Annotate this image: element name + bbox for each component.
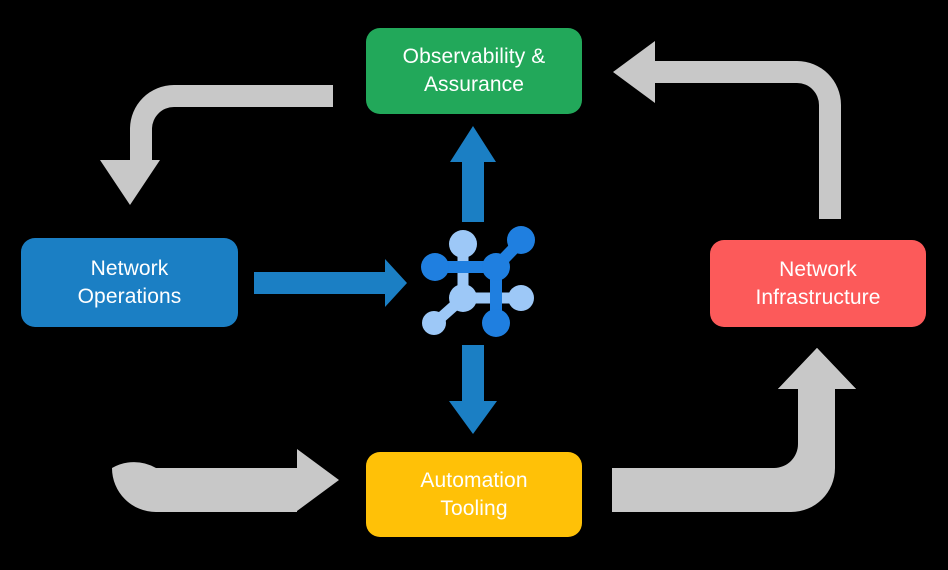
- icon-node-dark-bottom: [482, 309, 510, 337]
- node-box-observability[interactable]: Observability & Assurance: [366, 28, 582, 114]
- arrow-automation-to-infrastructure-body: [612, 348, 856, 505]
- icon-edge-dark-2: [491, 236, 526, 272]
- icon-node-dark-center: [482, 253, 510, 281]
- icon-node-dark-left: [421, 253, 449, 281]
- arrow-automation-to-infrastructure: [612, 348, 856, 512]
- node-box-network-infrastructure[interactable]: Network Infrastructure: [710, 240, 926, 327]
- arrow-center-to-observability: [450, 126, 496, 222]
- node-label-observability: Observability & Assurance: [402, 45, 546, 96]
- icon-node-dark-topright: [507, 226, 535, 254]
- arrow-operations-to-automation: [112, 352, 339, 512]
- node-box-network-operations[interactable]: Network Operations: [21, 238, 238, 327]
- icon-node-light-corner: [422, 311, 446, 335]
- icon-node-light-right: [508, 285, 534, 311]
- icon-node-light-top: [449, 230, 477, 258]
- node-label-network-infrastructure: Network Infrastructure: [755, 257, 881, 309]
- arrow-observability-to-operations: [100, 40, 333, 205]
- arrow-automation-to-infrastructure-shape: [612, 348, 856, 468]
- icon-node-light-bottomleft: [449, 284, 477, 312]
- arrow-infrastructure-to-observability: [613, 41, 841, 219]
- arrow-operations-to-center: [254, 259, 407, 307]
- icon-edge-light-4: [432, 293, 467, 327]
- node-box-automation-tooling[interactable]: Automation Tooling: [366, 452, 582, 537]
- node-label-automation-tooling: Automation Tooling: [420, 468, 528, 520]
- arrow-center-to-automation: [449, 345, 497, 434]
- node-label-network-operations: Network Operations: [77, 256, 182, 308]
